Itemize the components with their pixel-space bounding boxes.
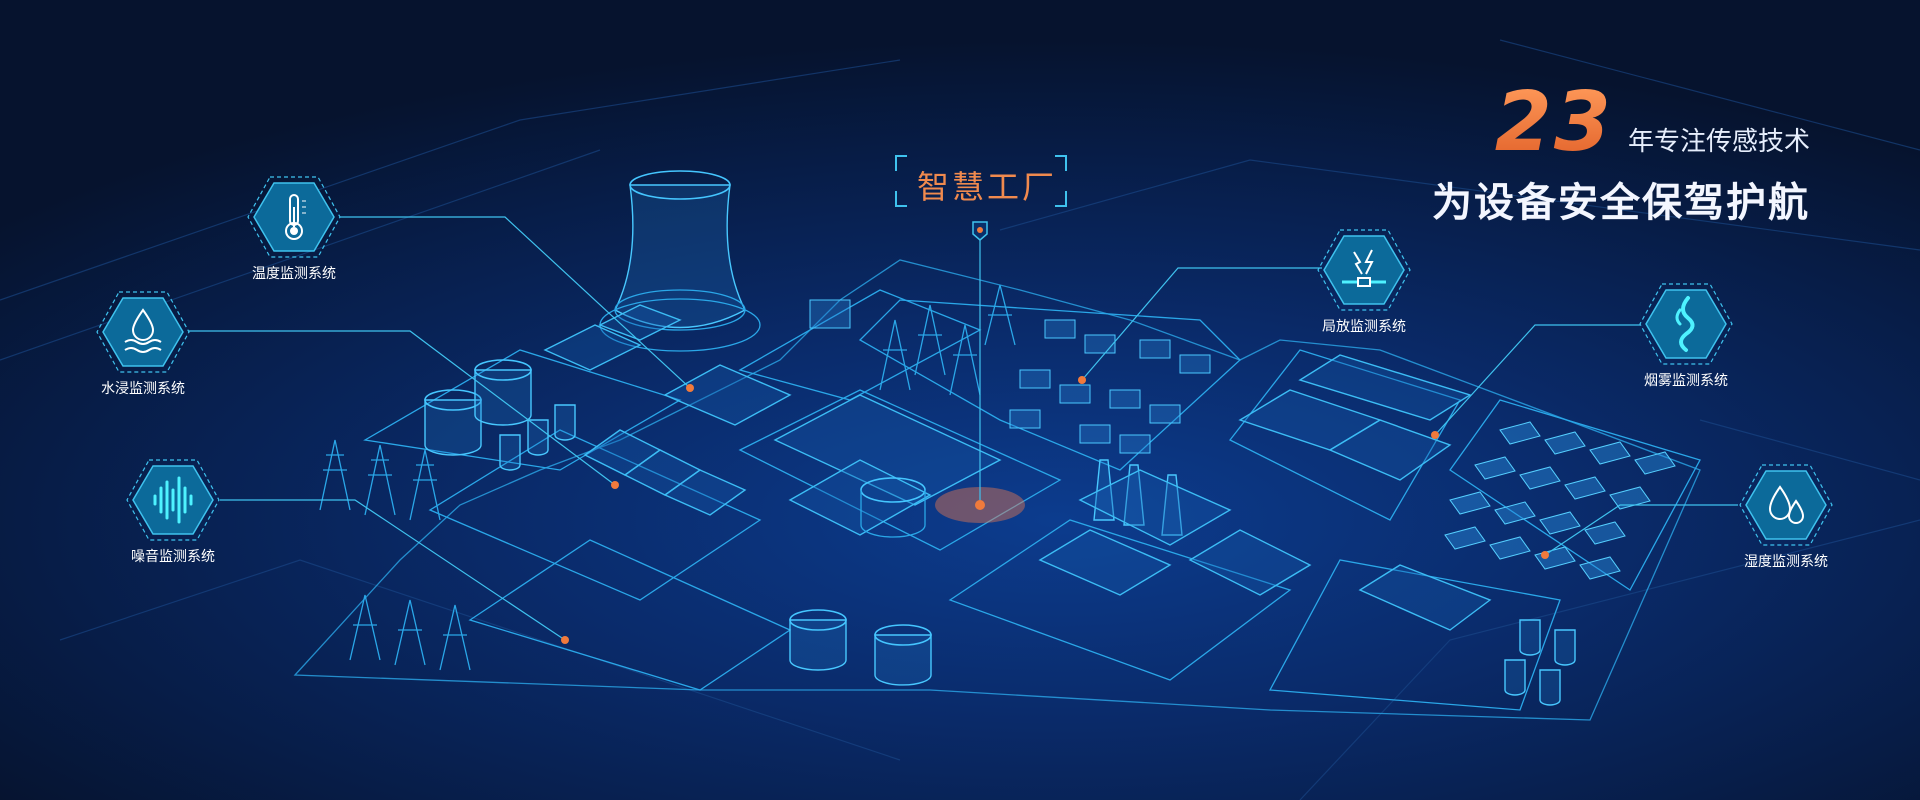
years-number: 23 <box>1494 75 1613 170</box>
storage-tanks-left <box>424 359 576 471</box>
water-drop-waves-icon <box>124 308 162 353</box>
partial-discharge-monitoring-badge[interactable]: 局放监测系统 <box>1316 228 1412 336</box>
system-label: 局放监测系统 <box>1322 319 1406 335</box>
leader-lines <box>188 216 1738 641</box>
sound-wave-icon <box>153 476 193 524</box>
tagline: 年专注传感技术 <box>1627 127 1810 157</box>
smart-factory-title: 智慧工厂 <box>917 168 1058 206</box>
cooling-tower <box>599 170 761 352</box>
flame-smoke-icon <box>1675 296 1695 352</box>
sensor-points <box>561 376 1549 644</box>
system-label: 烟雾监测系统 <box>1644 373 1728 389</box>
bracket-top-right <box>1055 155 1067 171</box>
system-label: 湿度监测系统 <box>1744 554 1828 570</box>
temperature-monitoring-badge[interactable]: 温度监测系统 <box>246 175 342 283</box>
main-building <box>773 394 1025 538</box>
humidity-monitoring-badge[interactable]: 湿度监测系统 <box>1738 463 1834 571</box>
solar-panels <box>1444 421 1676 580</box>
bracket-bottom-right <box>1055 191 1067 207</box>
headline: 23 年专注传感技术 为设备安全保驾护航 <box>1432 82 1810 228</box>
lightning-spark-icon <box>1342 249 1386 287</box>
noise-monitoring-badge[interactable]: 噪音监测系统 <box>125 458 221 566</box>
smoke-monitoring-badge[interactable]: 烟雾监测系统 <box>1638 282 1734 390</box>
slogan: 为设备安全保驾护航 <box>1432 180 1810 226</box>
storage-tanks-right <box>1504 619 1576 706</box>
bracket-bottom-left <box>895 191 907 207</box>
system-label: 温度监测系统 <box>252 266 336 282</box>
bracket-top-left <box>895 155 907 171</box>
factory-label-frame: 智慧工厂 <box>895 155 1067 207</box>
warehouse-sheds <box>543 304 792 516</box>
thermometer-icon <box>285 194 306 240</box>
water-monitoring-badge[interactable]: 水浸监测系统 <box>95 290 191 398</box>
power-towers <box>319 284 1016 671</box>
location-pin-icon <box>972 221 988 241</box>
system-label: 噪音监测系统 <box>131 549 215 565</box>
chimneys <box>1093 459 1183 536</box>
system-label: 水浸监测系统 <box>101 381 185 397</box>
transformer-yard <box>809 299 1211 454</box>
background-roads <box>0 39 1920 800</box>
right-buildings <box>789 354 1492 686</box>
droplets-icon <box>1768 485 1805 524</box>
